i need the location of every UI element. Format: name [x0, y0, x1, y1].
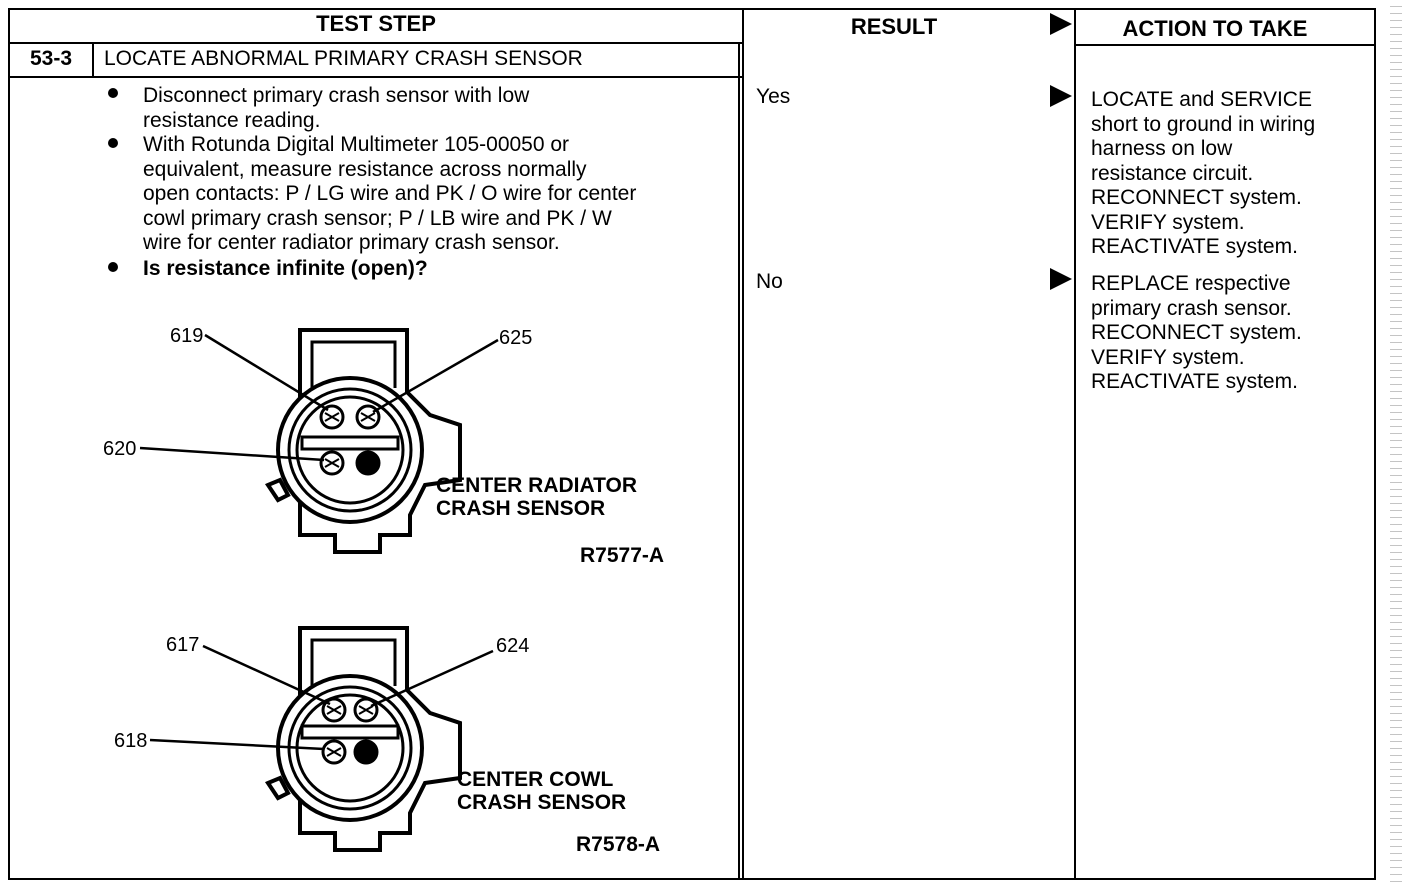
header-action: ACTION TO TAKE [1122, 16, 1308, 41]
header-rule-right [1076, 44, 1376, 46]
pin-label-625: 625 [499, 327, 533, 349]
bullet-3-line-1: Is resistance infinite (open)? [143, 257, 428, 280]
column-divider-1b [738, 44, 740, 880]
action-no-line-4: VERIFY system. [1091, 345, 1245, 369]
action-yes-line-2: short to ground in wiring [1091, 112, 1316, 136]
action-yes-line-1: LOCATE and SERVICE [1091, 88, 1312, 111]
step-title: LOCATE ABNORMAL PRIMARY CRASH SENSOR [104, 47, 583, 70]
action-no-line-5: REACTIVATE system. [1091, 370, 1298, 393]
action-yes-line-7: REACTIVATE system. [1091, 235, 1298, 258]
action-no-line-1: REPLACE respective [1091, 272, 1291, 295]
action-no-line-3: RECONNECT system. [1091, 321, 1302, 344]
header-arrow-icon [1050, 13, 1072, 35]
bullet-icon [108, 138, 118, 148]
column-divider-1 [742, 8, 744, 880]
action-yes-line-6: VERIFY system. [1091, 210, 1245, 234]
table-top-border [8, 8, 1376, 10]
result-arrow-icon [1050, 268, 1072, 290]
pin-label-619: 619 [170, 325, 204, 347]
diagram-1-caption-line-1: CENTER RADIATOR [436, 474, 638, 497]
bullet-2-line-4: cowl primary crash sensor; P / LB wire a… [143, 206, 612, 230]
bullet-text-1: Disconnect primary crash sensor with low… [143, 84, 529, 133]
bullet-text-3: Is resistance infinite (open)? [143, 257, 428, 282]
step-rule [8, 76, 743, 78]
connector-diagram-radiator [139, 328, 499, 554]
bullet-1-line-1: Disconnect primary crash sensor with low [143, 84, 530, 107]
bullet-text-2: With Rotunda Digital Multimeter 105-0005… [143, 133, 636, 256]
header-result: RESULT [850, 14, 938, 39]
action-yes-line-4: resistance circuit. [1091, 161, 1254, 185]
action-yes-line-5: RECONNECT system. [1091, 186, 1302, 209]
diagram-2-caption-line-2: CRASH SENSOR [457, 791, 627, 814]
connector-diagram-cowl [149, 626, 494, 852]
diagram-1-caption-line-2: CRASH SENSOR [436, 497, 606, 520]
table-bottom-border [8, 878, 1376, 880]
pin-label-624: 624 [496, 635, 530, 657]
column-divider-2 [1074, 8, 1076, 880]
action-yes-line-3: harness on low [1091, 137, 1233, 160]
pin-label-618: 618 [114, 730, 148, 752]
result-yes: Yes [756, 85, 791, 108]
action-no-line-2: primary crash sensor. [1091, 296, 1292, 320]
bullet-icon [108, 262, 118, 272]
step-number-divider [92, 42, 94, 78]
bullet-icon [108, 88, 118, 98]
header-rule-left [8, 42, 743, 44]
bullet-1-line-2: resistance reading. [143, 108, 321, 132]
table-right-border [1374, 8, 1376, 880]
diagram-1-ref: R7577-A [580, 544, 665, 567]
diagram-2-caption-line-1: CENTER COWL [457, 768, 614, 791]
result-arrow-icon [1050, 85, 1072, 107]
diagram-2-ref: R7578-A [576, 833, 661, 856]
table-left-border [8, 8, 10, 880]
header-test-step: TEST STEP [316, 11, 436, 36]
action-yes: LOCATE and SERVICE short to ground in wi… [1091, 88, 1315, 260]
pin-label-617: 617 [166, 634, 200, 656]
action-no: REPLACE respective primary crash sensor.… [1091, 272, 1302, 395]
bullet-2-line-3: open contacts: P / LG wire and PK / O wi… [143, 182, 637, 205]
result-no: No [756, 270, 783, 293]
bullet-2-line-2: equivalent, measure resistance across no… [143, 157, 587, 181]
bullet-2-line-1: With Rotunda Digital Multimeter 105-0005… [143, 133, 570, 156]
diagram-2-caption: CENTER COWL CRASH SENSOR [457, 768, 626, 814]
pin-label-620: 620 [103, 438, 137, 460]
diagram-1-caption: CENTER RADIATOR CRASH SENSOR [436, 474, 637, 520]
bullet-2-line-5: wire for center radiator primary crash s… [143, 231, 560, 254]
margin-strip [1390, 6, 1402, 886]
step-number: 53-3 [29, 47, 73, 70]
